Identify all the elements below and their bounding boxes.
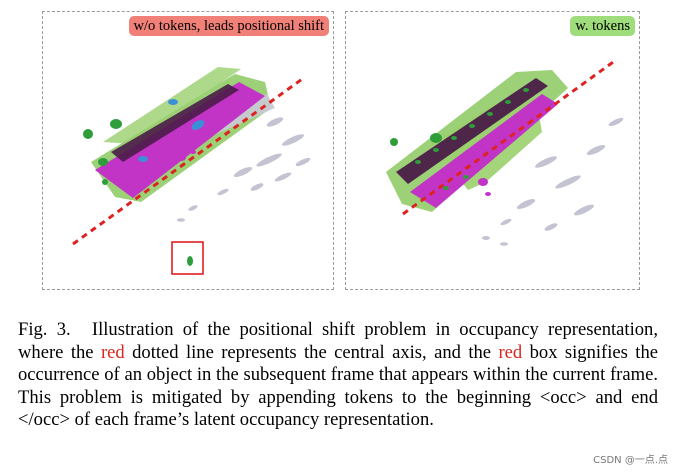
water-patches xyxy=(138,99,205,162)
road-region xyxy=(95,82,265,198)
central-axis-line xyxy=(72,75,306,246)
caption-text-part1: Illustration of the positional shift pro… xyxy=(18,319,658,363)
occupancy-map-right xyxy=(386,58,624,246)
caption-red-word: red xyxy=(100,341,125,363)
left-panel-without-tokens: w/o tokens, leads positional shift xyxy=(42,11,334,290)
terrain-points xyxy=(482,117,624,246)
vehicle-points xyxy=(390,88,529,190)
caption-text-part2: dotted line represents the central axis,… xyxy=(132,341,492,363)
figure-caption: Fig. 3. Illustration of the positional s… xyxy=(18,319,658,432)
road-fragments xyxy=(176,150,196,161)
red-box xyxy=(171,241,204,275)
vehicle-points xyxy=(83,119,122,185)
next-frame-object xyxy=(187,256,193,266)
lane-marking xyxy=(111,84,239,162)
road-fragments xyxy=(478,178,491,196)
caption-red-word: red xyxy=(498,341,523,363)
lane-marking xyxy=(396,78,548,184)
occupancy-map-left xyxy=(72,67,311,275)
vegetation-region xyxy=(103,67,241,144)
caption-figure-number: Fig. 3. xyxy=(18,319,71,340)
terrain-points xyxy=(177,117,311,222)
right-panel-label: w. tokens xyxy=(570,16,635,36)
watermark: CSDN @一点.点 xyxy=(593,455,668,466)
left-panel-label: w/o tokens, leads positional shift xyxy=(128,16,329,36)
right-panel-with-tokens: w. tokens xyxy=(345,11,640,290)
road-region xyxy=(410,94,558,208)
caption-text-part3: box signifies the occurrence of an objec… xyxy=(18,341,658,431)
